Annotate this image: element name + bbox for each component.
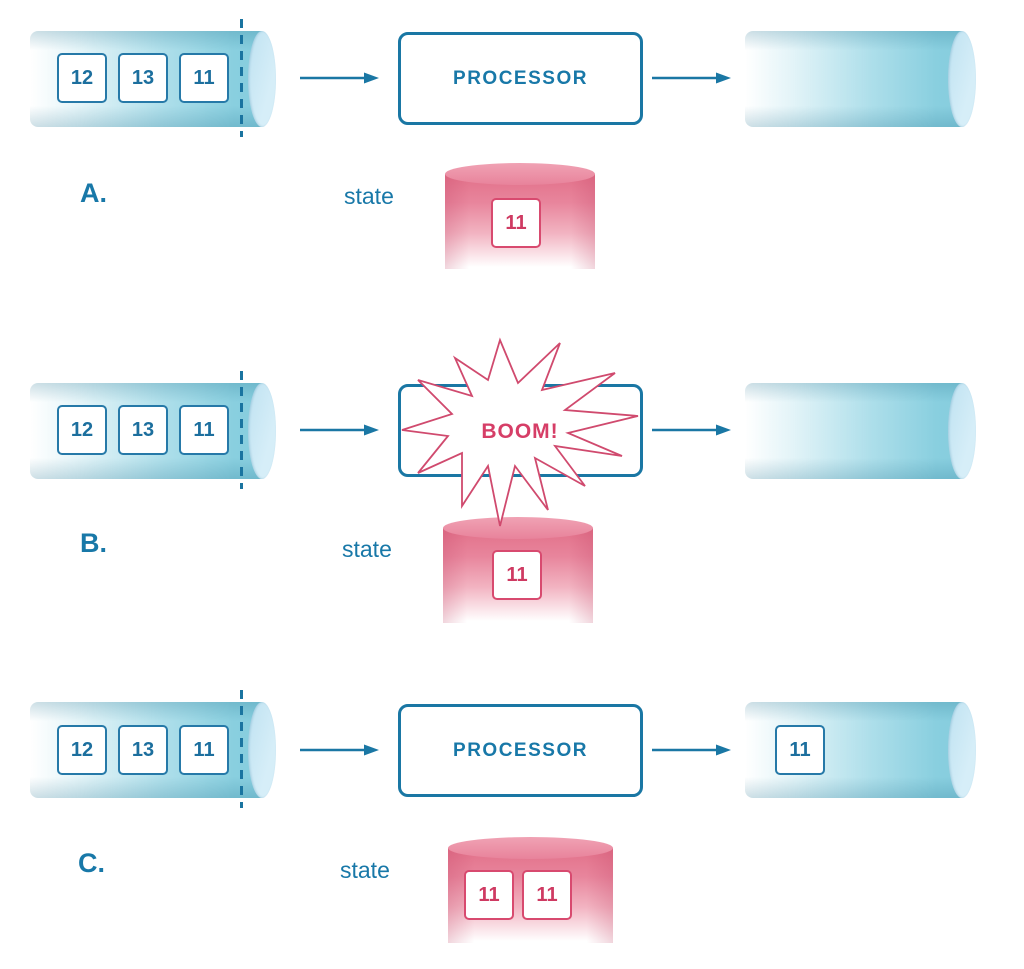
pipe-end-cap	[948, 383, 976, 479]
record-value: 11	[536, 883, 558, 906]
processor-box: PROCESSOR	[398, 704, 643, 797]
pipe-end-cap	[248, 383, 276, 479]
stream-record: 12	[57, 725, 107, 775]
flow-arrow	[300, 744, 379, 756]
flow-arrow	[300, 424, 379, 436]
stream-record: 11	[179, 53, 229, 103]
row-label: B.	[80, 528, 107, 558]
cylinder-top	[443, 517, 593, 539]
state-store-cylinder: 11	[443, 517, 593, 623]
flow-arrow	[300, 72, 379, 84]
state-label: state	[344, 183, 394, 209]
processor-label: PROCESSOR	[453, 67, 588, 89]
barrier-dashed-line	[240, 690, 243, 808]
record-value: 11	[789, 738, 811, 761]
record-value: 11	[193, 418, 215, 441]
boom-label: BOOM!	[481, 420, 558, 443]
stream-record: 13	[118, 53, 168, 103]
output-stream-pipe	[745, 383, 962, 479]
record-value: 13	[131, 738, 155, 761]
processor-label: PROCESSOR	[453, 739, 588, 761]
record-value: 13	[131, 418, 155, 441]
stream-record: 11	[179, 725, 229, 775]
cylinder-top	[445, 163, 595, 185]
pipe-end-cap	[948, 702, 976, 798]
barrier-dashed-line	[240, 19, 243, 137]
pipe-end-cap	[248, 702, 276, 798]
cylinder-top	[448, 837, 613, 859]
record-value: 11	[505, 211, 527, 234]
record-value: 11	[478, 883, 500, 906]
stream-record: 11	[179, 405, 229, 455]
state-record: 11	[491, 198, 541, 248]
stream-record: 13	[118, 725, 168, 775]
stream-record: 12	[57, 53, 107, 103]
record-value: 13	[131, 66, 155, 89]
record-value: 11	[193, 738, 215, 761]
processor-box: PROCESSOR	[398, 32, 643, 125]
state-record: 11	[522, 870, 572, 920]
record-value: 12	[70, 738, 94, 761]
pipe-end-cap	[948, 31, 976, 127]
flow-arrow	[652, 744, 731, 756]
state-label: state	[340, 857, 390, 883]
output-stream-pipe	[745, 31, 962, 127]
row-label: A.	[80, 178, 107, 208]
record-value: 11	[193, 66, 215, 89]
state-record: 11	[464, 870, 514, 920]
row-label: C.	[78, 848, 105, 878]
output-record: 11	[775, 725, 825, 775]
record-value: 12	[70, 418, 94, 441]
stream-record: 12	[57, 405, 107, 455]
record-value: 11	[506, 563, 528, 586]
state-store-cylinder: 11	[445, 163, 595, 269]
state-store-cylinder: 11 11	[448, 837, 613, 943]
pipe-end-cap	[248, 31, 276, 127]
stream-record: 13	[118, 405, 168, 455]
flow-arrow	[652, 72, 731, 84]
state-label: state	[342, 536, 392, 562]
flow-arrow	[652, 424, 731, 436]
record-value: 12	[70, 66, 94, 89]
state-record: 11	[492, 550, 542, 600]
boom-explosion-burst: BOOM!	[401, 337, 639, 527]
barrier-dashed-line	[240, 371, 243, 489]
